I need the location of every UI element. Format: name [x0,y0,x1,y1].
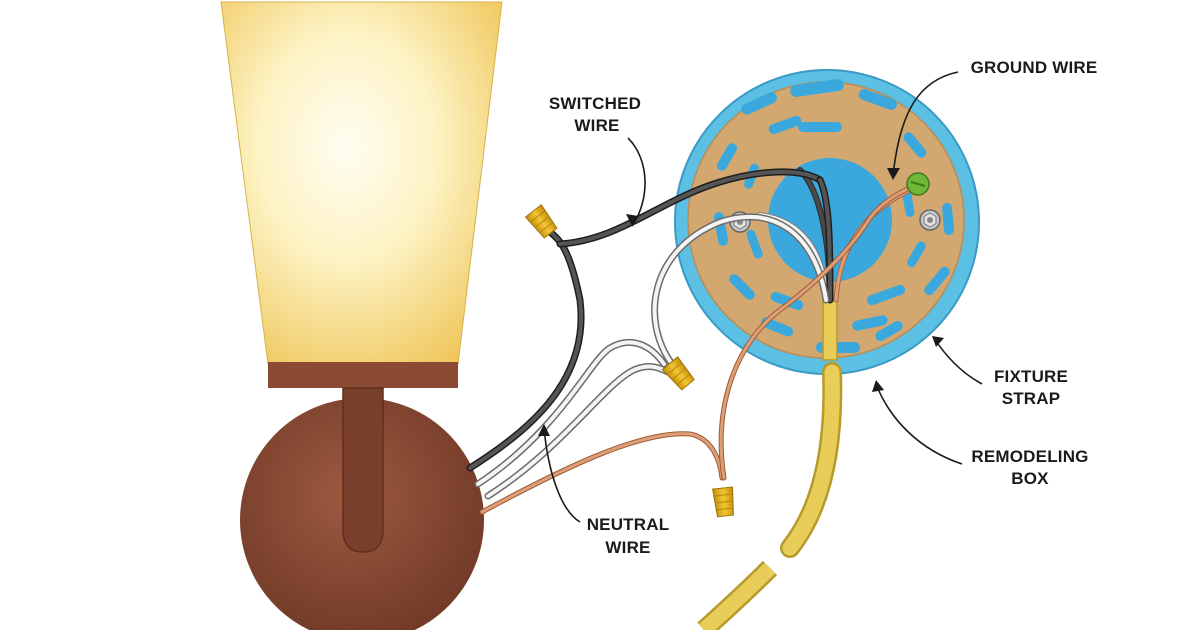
label-fixture-strap-line1: FIXTURE [994,367,1068,386]
label-switched-wire: SWITCHED WIRE [549,94,641,135]
wire-nut-icon [712,486,736,518]
label-fixture-strap: FIXTURE STRAP [994,367,1068,408]
label-ground-wire-line1: GROUND WIRE [971,58,1098,77]
label-neutral-wire-line1: NEUTRAL [587,515,670,534]
hot-wire [466,168,834,472]
label-remodeling-box-line2: BOX [1011,469,1049,488]
label-neutral-wire-line2: WIRE [605,538,650,557]
neutral-wires [474,213,830,500]
screw-icon [919,209,941,231]
ground-screw-icon [906,172,930,196]
fixture-arm [342,387,384,553]
label-switched-wire-line1: SWITCHED [549,94,641,113]
ground-wires [479,183,917,515]
label-fixture-strap-line2: STRAP [1002,389,1061,408]
shade-collar [268,362,458,388]
label-remodeling-box-line1: REMODELING [971,447,1088,466]
label-neutral-wire: NEUTRAL WIRE [587,515,670,557]
label-ground-wire: GROUND WIRE [971,58,1098,77]
label-switched-wire-line2: WIRE [574,116,619,135]
label-remodeling-box: REMODELING BOX [971,447,1088,488]
lamp-shade [220,1,503,365]
supply-cable [697,299,843,630]
leader-arrowheads [538,168,944,436]
